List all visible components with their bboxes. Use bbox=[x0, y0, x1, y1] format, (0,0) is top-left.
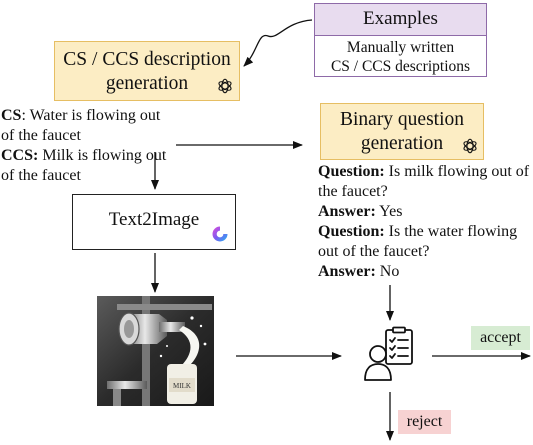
examples-line-1: Manually written bbox=[346, 39, 455, 56]
question-2: Question: Is the water flowing out of th… bbox=[318, 222, 533, 262]
question-generation-line-1: Binary question bbox=[339, 109, 465, 130]
question-generation-label: Binary question generation bbox=[321, 108, 483, 156]
answer-2: Answer: No bbox=[318, 262, 533, 282]
description-generation-line-2: generation bbox=[105, 73, 189, 94]
openai-icon bbox=[218, 78, 232, 94]
examples-line-2: CS / CCS descriptions bbox=[330, 58, 471, 75]
question-text: Is the water flowing out of the faucet? bbox=[318, 223, 518, 260]
reject-label: reject bbox=[398, 410, 451, 434]
text2image-label: Text2Image bbox=[108, 209, 200, 230]
ccs-description: CCS: Milk is flowing out of the faucet bbox=[1, 146, 176, 186]
image-generator-logo-icon bbox=[212, 226, 228, 242]
ccs-text: Milk is flowing out of the faucet bbox=[1, 147, 167, 184]
generated-image: MILK bbox=[97, 296, 214, 406]
answer-text: Yes bbox=[375, 203, 403, 220]
question-1: Question: Is milk flowing out of the fau… bbox=[318, 162, 533, 202]
accept-label: accept bbox=[471, 326, 530, 350]
examples-title: Examples bbox=[315, 4, 486, 36]
description-generation-label: CS / CCS description generation bbox=[55, 48, 239, 96]
question-text: Is milk flowing out of the faucet? bbox=[318, 163, 530, 200]
question-generation-box: Binary question generation bbox=[320, 103, 484, 160]
cs-ccs-descriptions: CS: Water is flowing out of the faucet C… bbox=[1, 106, 176, 186]
bottle-label: MILK bbox=[173, 382, 191, 390]
question-label: Question: bbox=[318, 223, 385, 240]
human-annotator-icon bbox=[364, 326, 413, 381]
description-generation-line-1: CS / CCS description bbox=[63, 49, 231, 70]
cs-label: CS bbox=[1, 107, 22, 124]
question-label: Question: bbox=[318, 163, 385, 180]
question-generation-line-2: generation bbox=[360, 133, 444, 154]
examples-to-generation-arrow bbox=[243, 19, 313, 67]
answer-label: Answer: bbox=[318, 263, 376, 280]
examples-box: Examples Manually written CS / CCS descr… bbox=[314, 3, 487, 77]
answer-text: No bbox=[375, 263, 400, 280]
answer-label: Answer: bbox=[318, 203, 376, 220]
description-generation-box: CS / CCS description generation bbox=[54, 41, 240, 101]
faucet-milk-illustration: MILK bbox=[97, 296, 214, 406]
binary-questions: Question: Is milk flowing out of the fau… bbox=[318, 162, 533, 282]
ccs-label: CCS: bbox=[1, 147, 39, 164]
examples-description: Manually written CS / CCS descriptions bbox=[315, 36, 486, 76]
cs-text: : Water is flowing out of the faucet bbox=[1, 107, 161, 144]
openai-icon bbox=[463, 138, 477, 154]
text2image-box: Text2Image bbox=[72, 194, 236, 250]
cs-description: CS: Water is flowing out of the faucet bbox=[1, 106, 176, 146]
answer-1: Answer: Yes bbox=[318, 202, 533, 222]
